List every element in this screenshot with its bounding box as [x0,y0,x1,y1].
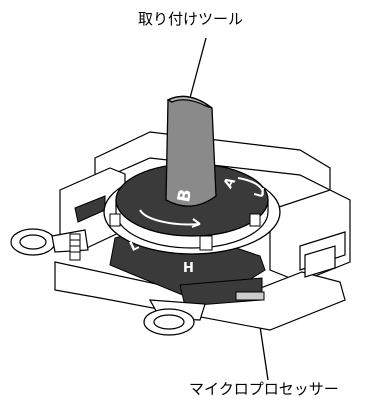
microprocessor-chip [235,291,265,301]
callout-label-installation-tool: 取り付けツール [138,10,244,28]
callout-label-microprocessor: マイクロプロセッサー [189,380,339,398]
tool-handle [165,95,217,207]
rotation-arrow-icon [139,177,264,228]
connector-pins [69,233,81,261]
dial-letter-h: H [183,261,194,276]
dial-letter-b: B [174,188,196,204]
leader-line-tool [189,37,207,99]
alignment-posts [109,213,261,251]
bracket-ring-right [143,299,206,336]
tool-dial-rim [115,199,269,249]
